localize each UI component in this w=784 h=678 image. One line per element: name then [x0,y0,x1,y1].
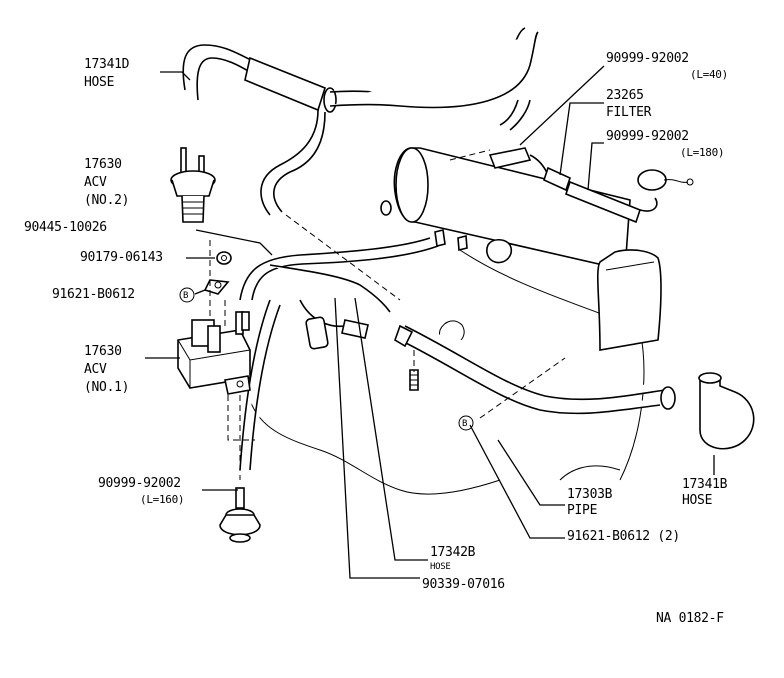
figure-code: NA 0182-F [656,611,724,626]
label-acv-no2-name: ACV [84,175,107,190]
label-filter-name: FILTER [606,105,652,120]
leader-lines [145,65,715,579]
label-acv-no2-note: (NO.2) [84,193,130,208]
label-acv-no1-part: 17630 [84,344,122,359]
label-90445-part: 90445-10026 [24,220,107,235]
label-17342b-part: 17342B [430,545,476,560]
label-91621-right-marker: B [462,419,468,429]
label-17341d-name: HOSE [84,75,115,90]
label-filter-part: 23265 [606,88,644,103]
label-pipe-name: PIPE [567,503,598,518]
air-cleaner-drawing [380,147,662,351]
label-91621-left-marker: B [183,291,189,301]
hose-17341b-drawing [698,372,755,450]
label-pipe-part: 17303B [567,487,613,502]
label-acv-no2-part: 17630 [84,157,122,172]
label-91621-right-part: 91621-B0612 (2) [567,529,680,544]
acv-no1-drawing [177,311,251,395]
vsv-diaphragm-drawing [219,487,261,543]
acv-no2-drawing [170,147,216,223]
assembly-dashed-lines [209,149,566,480]
label-17341d-part: 17341D [84,57,130,72]
label-hose-left-part: 90999-92002 [98,476,181,491]
filter-assembly-drawing [488,147,694,224]
label-17341b-name: HOSE [682,493,713,508]
pipe-17303b-drawing [394,324,676,415]
small-parts-drawing [203,251,419,391]
label-hose-top-note: (L=40) [690,68,728,81]
label-90179-part: 90179-06143 [80,250,163,265]
label-91621-left-part: 91621-B0612 [52,287,135,302]
b-markers [179,287,474,431]
label-hose-top-part: 90999-92002 [606,51,689,66]
label-hose-right-part: 90999-92002 [606,129,689,144]
label-hose-right-note: (L=180) [680,146,725,159]
label-acv-no1-name: ACV [84,362,107,377]
label-hose-left-note: (L=160) [140,493,185,506]
hose-17341d-drawing [182,27,539,216]
label-17342b-name: HOSE [430,562,451,572]
label-acv-no1-note: (NO.1) [84,380,130,395]
label-17341b-part: 17341B [682,477,728,492]
central-hoses-drawing [239,229,513,471]
label-90339-part: 90339-07016 [422,577,505,592]
